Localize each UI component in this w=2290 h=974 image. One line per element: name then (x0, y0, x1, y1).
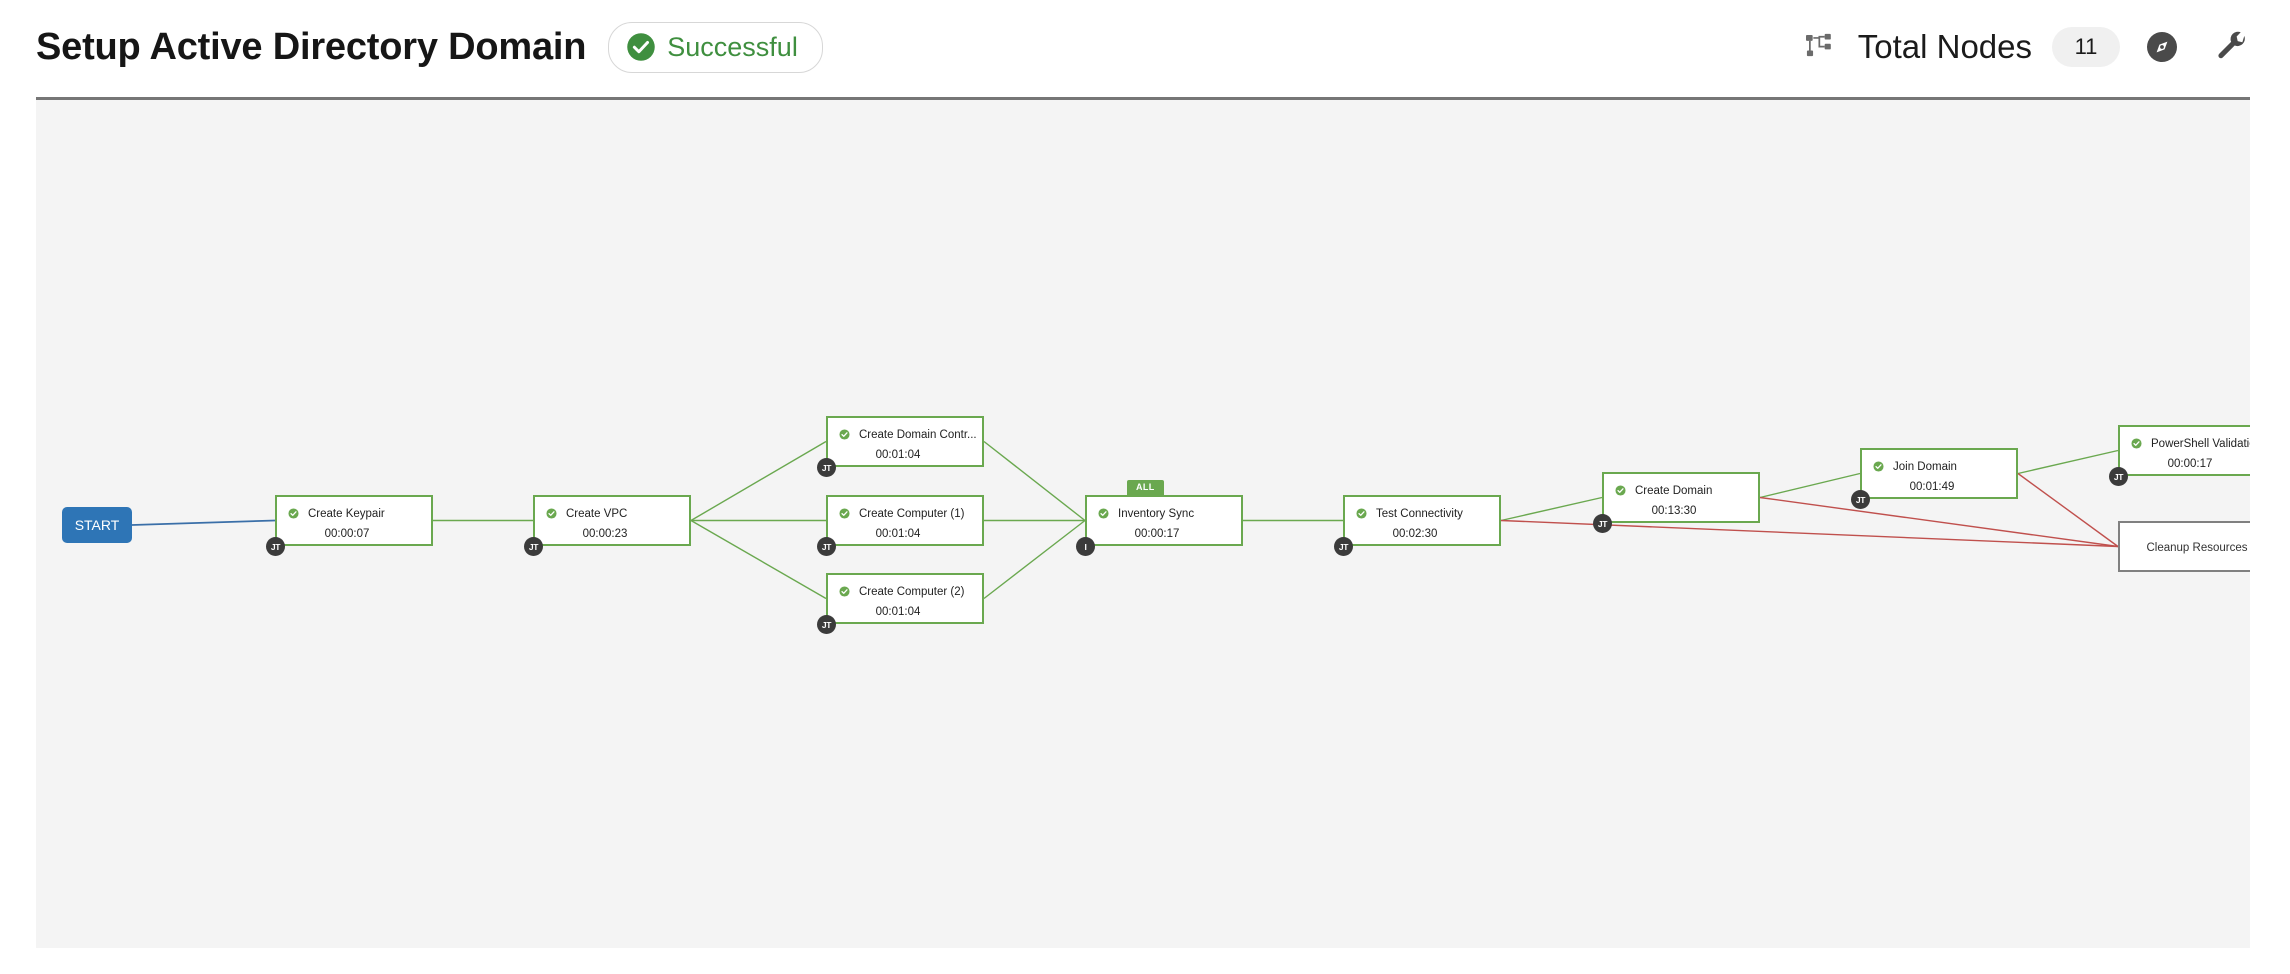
graph-node-elapsed: 00:01:04 (875, 527, 921, 540)
graph-edge (1500, 496, 1603, 522)
graph-node-badge[interactable]: JT (817, 537, 836, 556)
total-nodes-count-badge: 11 (2052, 27, 2120, 67)
check-circle-icon (839, 508, 850, 519)
graph-node-header: Create Computer (1) (828, 504, 982, 524)
graph-node-header: Inventory Sync (1087, 504, 1241, 524)
graph-node-vpc[interactable]: Create VPC 00:00:23 (533, 495, 691, 546)
graph-node-elapsed: 00:00:17 (2167, 457, 2213, 470)
check-circle-icon (839, 429, 850, 440)
graph-node-cleanup[interactable]: Cleanup Resources (2118, 521, 2250, 572)
graph-node-inventory[interactable]: Inventory Sync 00:00:17 (1085, 495, 1243, 546)
graph-node-badge[interactable]: JT (266, 537, 285, 556)
graph-node-badge[interactable]: JT (524, 537, 543, 556)
graph-node-badge[interactable]: JT (2109, 467, 2128, 486)
graph-node-header: Join Domain (1862, 457, 2016, 477)
graph-node-badge[interactable]: JT (1334, 537, 1353, 556)
check-circle-icon (1098, 508, 1109, 519)
check-circle-icon (2131, 438, 2142, 449)
graph-node-label: Create Keypair (308, 507, 385, 520)
graph-node-header: Create VPC (535, 504, 689, 524)
graph-node-label: Create Computer (1) (859, 507, 965, 520)
graph-node-keypair[interactable]: Create Keypair 00:00:07 (275, 495, 433, 546)
graph-node-label: Create Computer (2) (859, 585, 965, 598)
page-title: Setup Active Directory Domain (36, 25, 587, 68)
check-circle-icon (288, 508, 299, 519)
graph-edge (983, 440, 1086, 522)
graph-edge (2017, 449, 2119, 475)
graph-edge (1759, 496, 2119, 548)
graph-edge (690, 440, 827, 522)
graph-node-elapsed: 00:01:04 (875, 605, 921, 618)
graph-node-label: Create Domain Contr... (859, 428, 977, 441)
check-circle-icon (546, 508, 557, 519)
graph-node-label: Inventory Sync (1118, 507, 1195, 520)
page-header: Setup Active Directory Domain Successful (0, 0, 2290, 94)
graph-node-joindom[interactable]: Join Domain 00:01:49 (1860, 448, 2018, 499)
graph-node-label: PowerShell Validation (2151, 437, 2250, 450)
graph-node-elapsed: 00:02:30 (1392, 527, 1438, 540)
check-circle-icon (1873, 461, 1884, 472)
graph-node-label: Test Connectivity (1376, 507, 1463, 520)
check-circle-icon (839, 586, 850, 597)
graph-node-elapsed: 00:13:30 (1651, 504, 1697, 517)
check-circle-icon (1356, 508, 1367, 519)
graph-node-createdom[interactable]: Create Domain 00:13:30 (1602, 472, 1760, 523)
graph-node-badge[interactable]: JT (817, 458, 836, 477)
compass-icon[interactable] (2144, 29, 2180, 65)
graph-node-elapsed: 00:01:04 (875, 448, 921, 461)
graph-node-badge[interactable]: JT (817, 615, 836, 634)
graph-node-elapsed: 00:00:23 (582, 527, 628, 540)
graph-node-testconn[interactable]: Test Connectivity 00:02:30 (1343, 495, 1501, 546)
wrench-icon[interactable] (2214, 29, 2250, 65)
graph-node-header: Test Connectivity (1345, 504, 1499, 524)
start-node[interactable]: START (62, 507, 132, 543)
graph-node-header: Create Keypair (277, 504, 431, 524)
graph-node-label: Cleanup Resources (2146, 541, 2248, 554)
graph-edge (983, 519, 1086, 600)
graph-node-header: Create Domain (1604, 481, 1758, 501)
graph-node-badge[interactable]: JT (1593, 514, 1612, 533)
graph-node-elapsed: 00:00:07 (324, 527, 370, 540)
status-label: Successful (667, 31, 798, 62)
graph-node-badge[interactable]: JT (1851, 490, 1870, 509)
header-left-group: Setup Active Directory Domain Successful (36, 21, 1804, 73)
graph-node-elapsed: 00:00:17 (1134, 527, 1180, 540)
graph-node-psvalid[interactable]: PowerShell Validation 00:00:17 (2118, 425, 2250, 476)
header-right-group: Total Nodes 11 (1804, 27, 2254, 67)
status-badge: Successful (608, 21, 823, 73)
graph-node-comp2[interactable]: Create Computer (2) 00:01:04 (826, 573, 984, 624)
graph-node-badge[interactable]: I (1076, 537, 1095, 556)
check-circle-icon (1615, 485, 1626, 496)
graph-edge (1759, 472, 1861, 499)
graph-edge (2017, 472, 2119, 548)
graph-node-tag: ALL (1127, 480, 1164, 495)
graph-node-header: Create Domain Contr... (828, 425, 982, 445)
graph-edge (690, 519, 827, 600)
check-circle-icon (626, 32, 656, 62)
start-node-label: START (74, 517, 120, 533)
graph-node-label: Create Domain (1635, 484, 1713, 497)
graph-node-label: Join Domain (1893, 460, 1957, 473)
graph-node-label: Create VPC (566, 507, 628, 520)
total-nodes-label: Total Nodes (1857, 28, 2032, 65)
graph-node-header: Create Computer (2) (828, 582, 982, 602)
graph-edge (131, 519, 276, 526)
graph-node-comp1[interactable]: Create Computer (1) 00:01:04 (826, 495, 984, 546)
graph-node-elapsed: 00:01:49 (1909, 480, 1955, 493)
graph-node-dc[interactable]: Create Domain Contr... 00:01:04 (826, 416, 984, 467)
graph-node-header: PowerShell Validation (2120, 434, 2250, 454)
sitemap-icon (1804, 31, 1836, 63)
